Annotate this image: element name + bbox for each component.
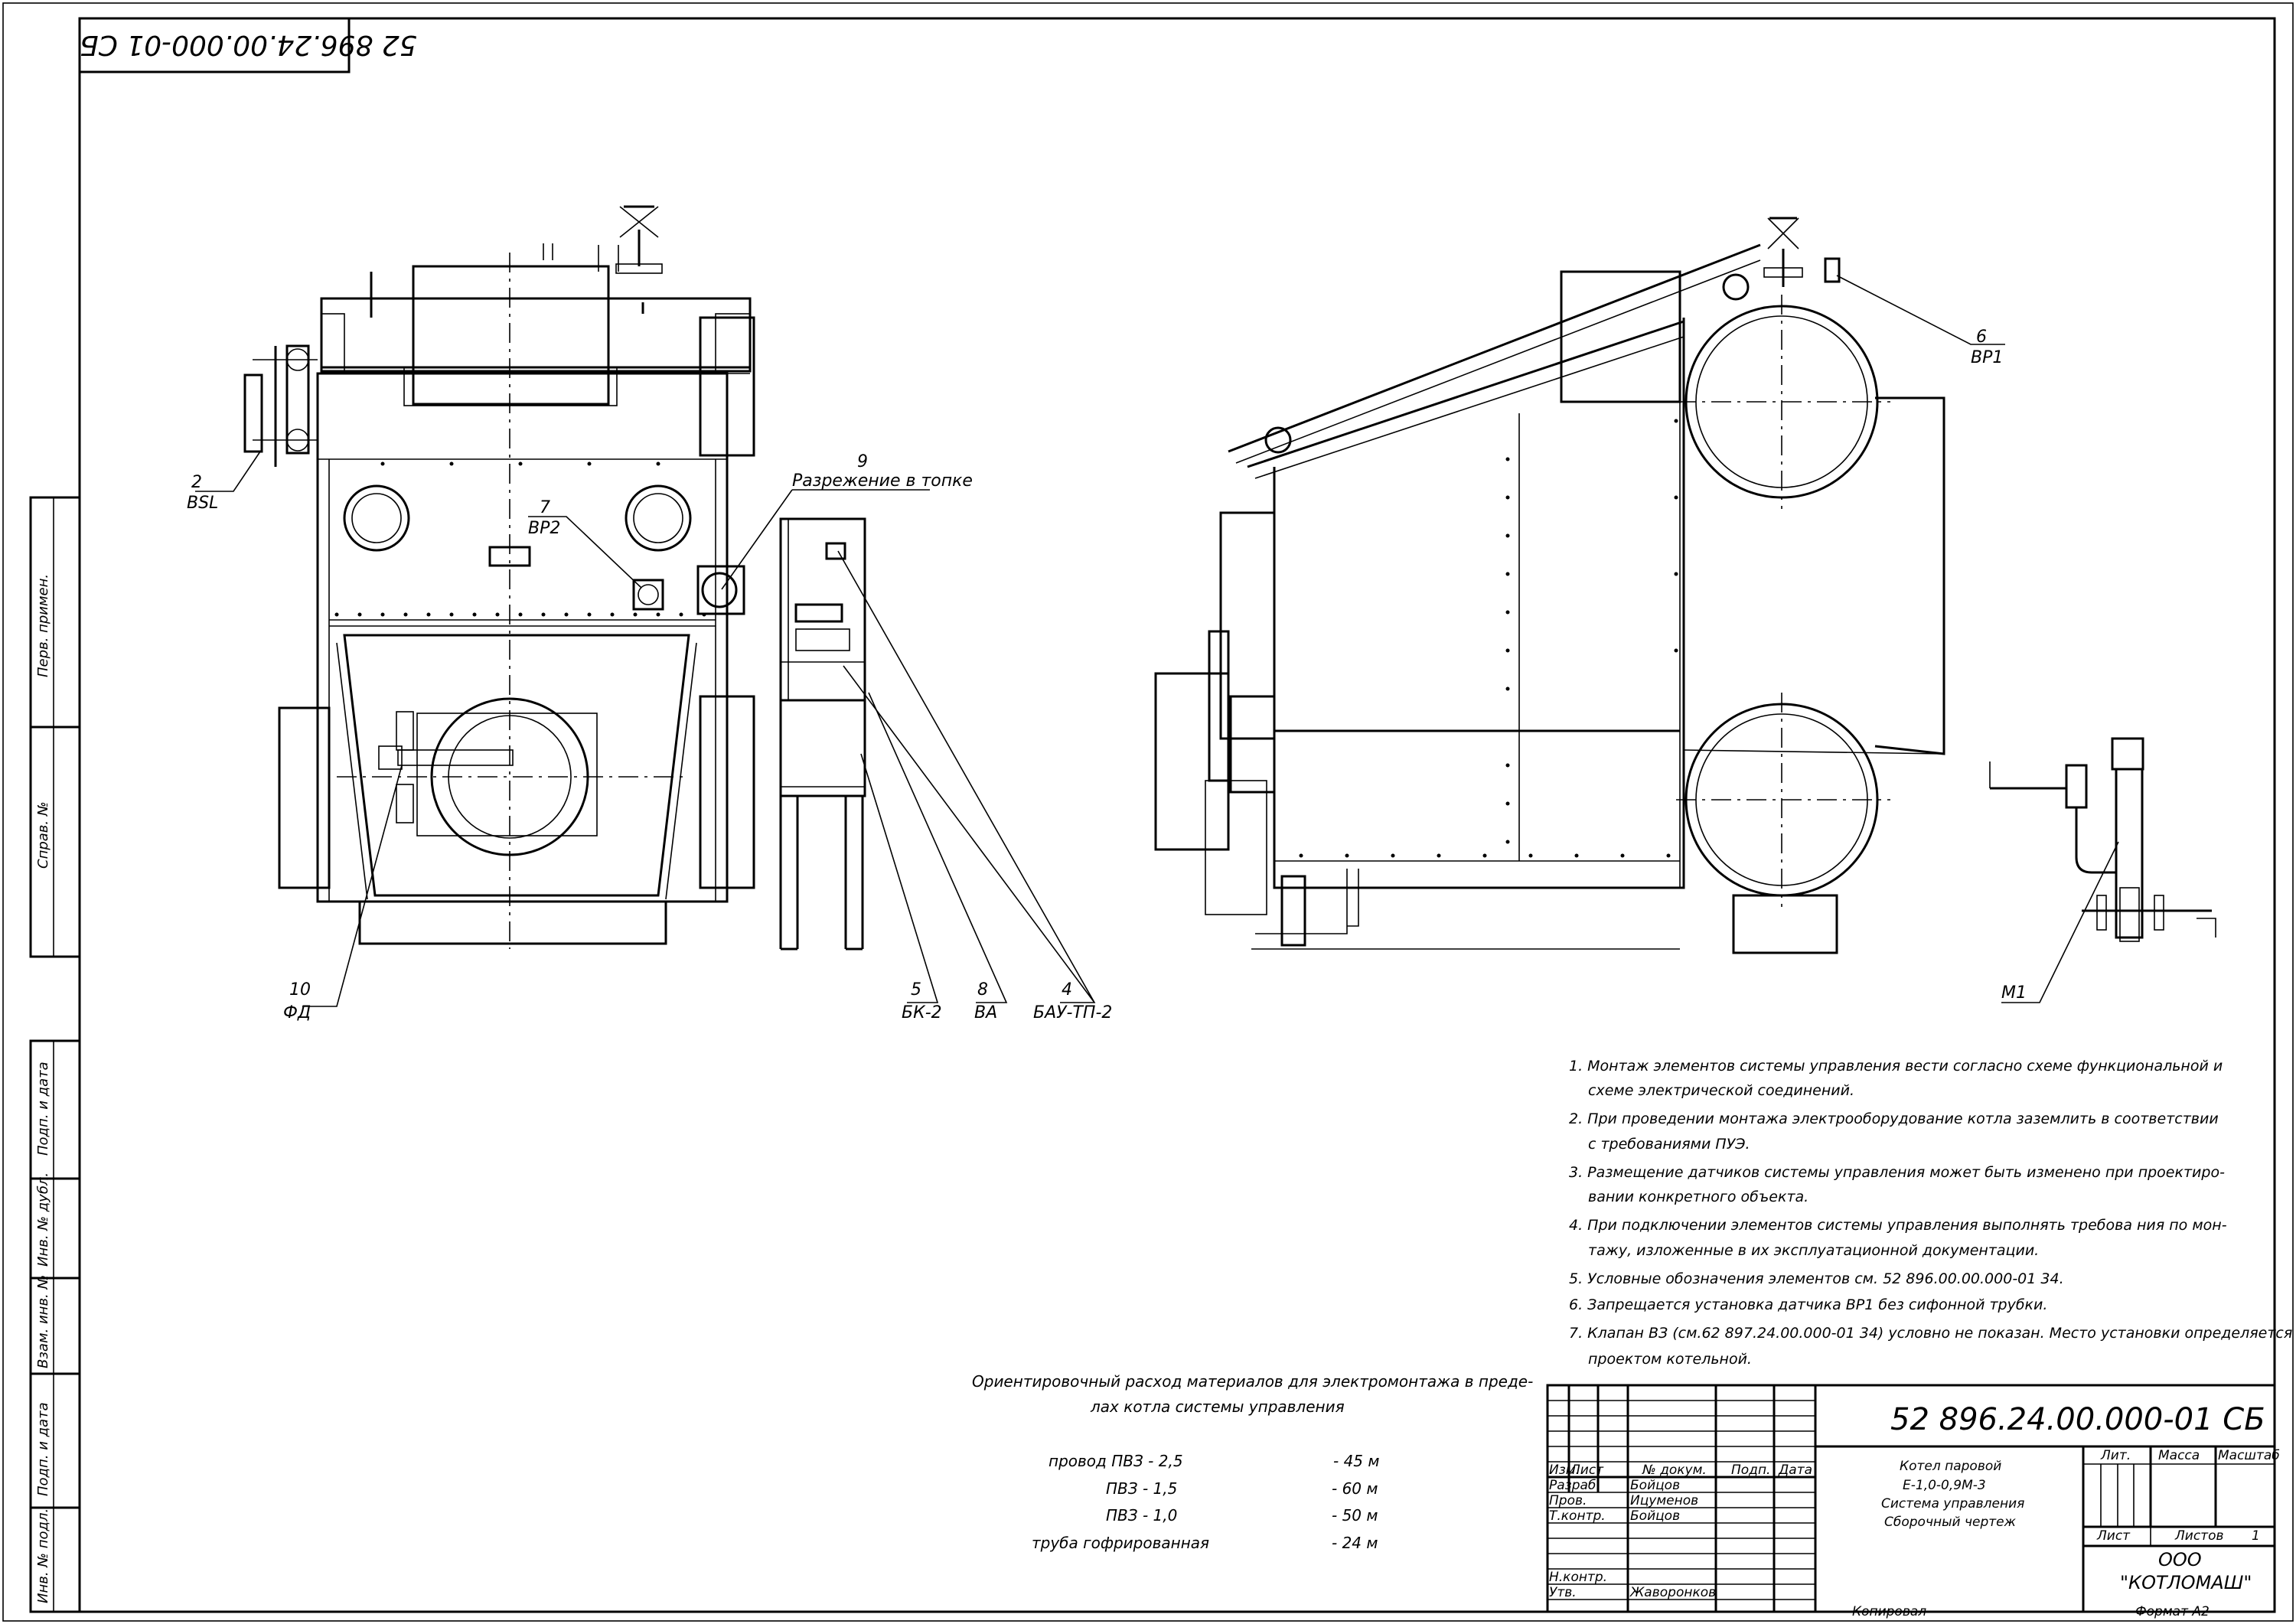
materials-title-2: лах котла системы управления — [1091, 1397, 1345, 1416]
callout-7-name: ВР2 — [528, 519, 561, 538]
control-cabinet — [779, 517, 866, 951]
copied-label: Копировал — [1852, 1604, 1927, 1619]
left-strip — [29, 496, 81, 1613]
side-bolts — [1299, 419, 1678, 858]
company-line-1: ООО — [2158, 1549, 2202, 1570]
mass-label: Масса — [2158, 1448, 2200, 1463]
sheet-label: Лист — [2097, 1528, 2131, 1544]
title-name-line-1: Котел паровой — [1900, 1459, 2002, 1474]
callout-m1: М1 — [2001, 983, 2027, 1003]
callout-6-number: 6 — [1976, 328, 1987, 347]
hdr-izm: Изм. — [1549, 1463, 1580, 1478]
top-code-box — [78, 17, 351, 73]
side-label-inv-podl: Инв. № подл. — [35, 1508, 51, 1603]
side-label-podp-data-2: Подп. и дата — [35, 1402, 51, 1496]
material-qty-4: - 24 м — [1332, 1534, 1378, 1552]
hdr-doc: № докум. — [1642, 1463, 1707, 1478]
callout-10-number: 10 — [289, 980, 311, 1000]
role-5: Н.контр. — [1549, 1570, 1608, 1585]
note-line-11: 7. Клапан ВЗ (см.62 897.24.00.000-01 34)… — [1569, 1325, 2293, 1342]
note-line-1: 1. Монтаж элементов системы управления в… — [1569, 1058, 2223, 1075]
title-name-line-3: Система управления — [1881, 1496, 2025, 1511]
format-label: Формат А2 — [2135, 1604, 2210, 1619]
callout-2-name: BSL — [187, 494, 219, 513]
side-view — [1154, 217, 2216, 954]
side-label-vzam-inv: Взам. инв. № — [35, 1274, 51, 1368]
callout-4-name: БАУ-ТП-2 — [1033, 1003, 1113, 1022]
body-bolts — [334, 461, 706, 617]
note-line-6: вании конкретного объекта. — [1588, 1189, 1809, 1205]
callout-5-number: 5 — [911, 980, 921, 1000]
title-block-lines — [1546, 1384, 2276, 1613]
note-line-5: 3. Размещение датчиков системы управлени… — [1569, 1164, 2225, 1181]
note-line-10: 6. Запрещается установка датчика ВР1 без… — [1569, 1296, 2048, 1313]
hdr-podp: Подп. — [1731, 1463, 1771, 1478]
callout-8-name: ВА — [974, 1003, 998, 1022]
person-2: Ицуменов — [1630, 1493, 1699, 1508]
person-6: Жаворонков — [1630, 1585, 1717, 1600]
hdr-list: Лист — [1570, 1463, 1604, 1478]
note-line-3: 2. При проведении монтажа электрооборудо… — [1569, 1110, 2219, 1127]
side-label-inv-dubl: Инв. № дубл. — [35, 1172, 51, 1267]
materials-title-1: Ориентировочный расход материалов для эл… — [972, 1372, 1534, 1391]
side-label-podp-data-1: Подп. и дата — [35, 1061, 51, 1156]
person-3: Бойцов — [1630, 1508, 1681, 1524]
side-label-perv-primen: Перв. примен. — [35, 573, 51, 677]
role-3: Т.контр. — [1549, 1508, 1606, 1524]
material-qty-3: - 50 м — [1332, 1506, 1378, 1525]
note-line-9: 5. Условные обозначения элементов см. 52… — [1569, 1270, 2064, 1287]
note-line-12: проектом котельной. — [1588, 1351, 1752, 1368]
person-1: Бойцов — [1630, 1478, 1681, 1493]
material-name-4: труба гофрированная — [1032, 1534, 1210, 1552]
scale-label: Масштаб — [2218, 1448, 2280, 1463]
side-label-sprav-no: Справ. № — [35, 801, 51, 869]
material-name-3: ПВЗ - 1,0 — [1106, 1506, 1178, 1525]
leader-lines — [195, 275, 2119, 1007]
callout-10-name: ФД — [283, 1003, 311, 1022]
title-block-code: 52 896.24.00.000-01 СБ — [1890, 1402, 2265, 1437]
sheets-label: Листов — [2175, 1528, 2224, 1544]
role-2: Пров. — [1549, 1493, 1587, 1508]
callout-5-name: БК-2 — [902, 1003, 942, 1022]
title-name-line-2: Е-1,0-0,9М-3 — [1903, 1478, 1986, 1493]
note-line-7: 4. При подключении элементов системы упр… — [1569, 1217, 2227, 1234]
material-name-1: провод ПВЗ - 2,5 — [1049, 1452, 1183, 1470]
callout-2-number: 2 — [191, 473, 202, 492]
note-line-8: тажу, изложенные в их эксплуатационной д… — [1588, 1242, 2040, 1259]
hdr-data: Дата — [1779, 1463, 1813, 1478]
callout-7-number: 7 — [540, 498, 550, 517]
note-line-2: схеме электрической соединений. — [1588, 1082, 1855, 1099]
top-drawing-code: 52 896.24.00.000-01 СБ — [80, 29, 417, 60]
company-line-2: "КОТЛОМАШ" — [2120, 1572, 2252, 1593]
material-qty-1: - 45 м — [1333, 1452, 1380, 1470]
sheets-value: 1 — [2252, 1528, 2260, 1544]
role-1: Разраб. — [1549, 1478, 1600, 1493]
callout-4-number: 4 — [1062, 980, 1072, 1000]
title-name-line-4: Сборочный чертеж — [1884, 1515, 2016, 1530]
role-6: Утв. — [1549, 1585, 1577, 1600]
callout-6-name: ВР1 — [1971, 348, 2004, 367]
note-line-4: с требованиями ПУЭ. — [1588, 1136, 1750, 1153]
callout-9-number: 9 — [857, 452, 868, 471]
callout-9-name: Разрежение в топке — [792, 471, 973, 491]
material-name-2: ПВЗ - 1,5 — [1106, 1479, 1178, 1498]
material-qty-2: - 60 м — [1332, 1479, 1378, 1498]
front-view — [243, 205, 755, 949]
callout-8-number: 8 — [977, 980, 988, 1000]
lit-label: Лит. — [2101, 1448, 2131, 1463]
